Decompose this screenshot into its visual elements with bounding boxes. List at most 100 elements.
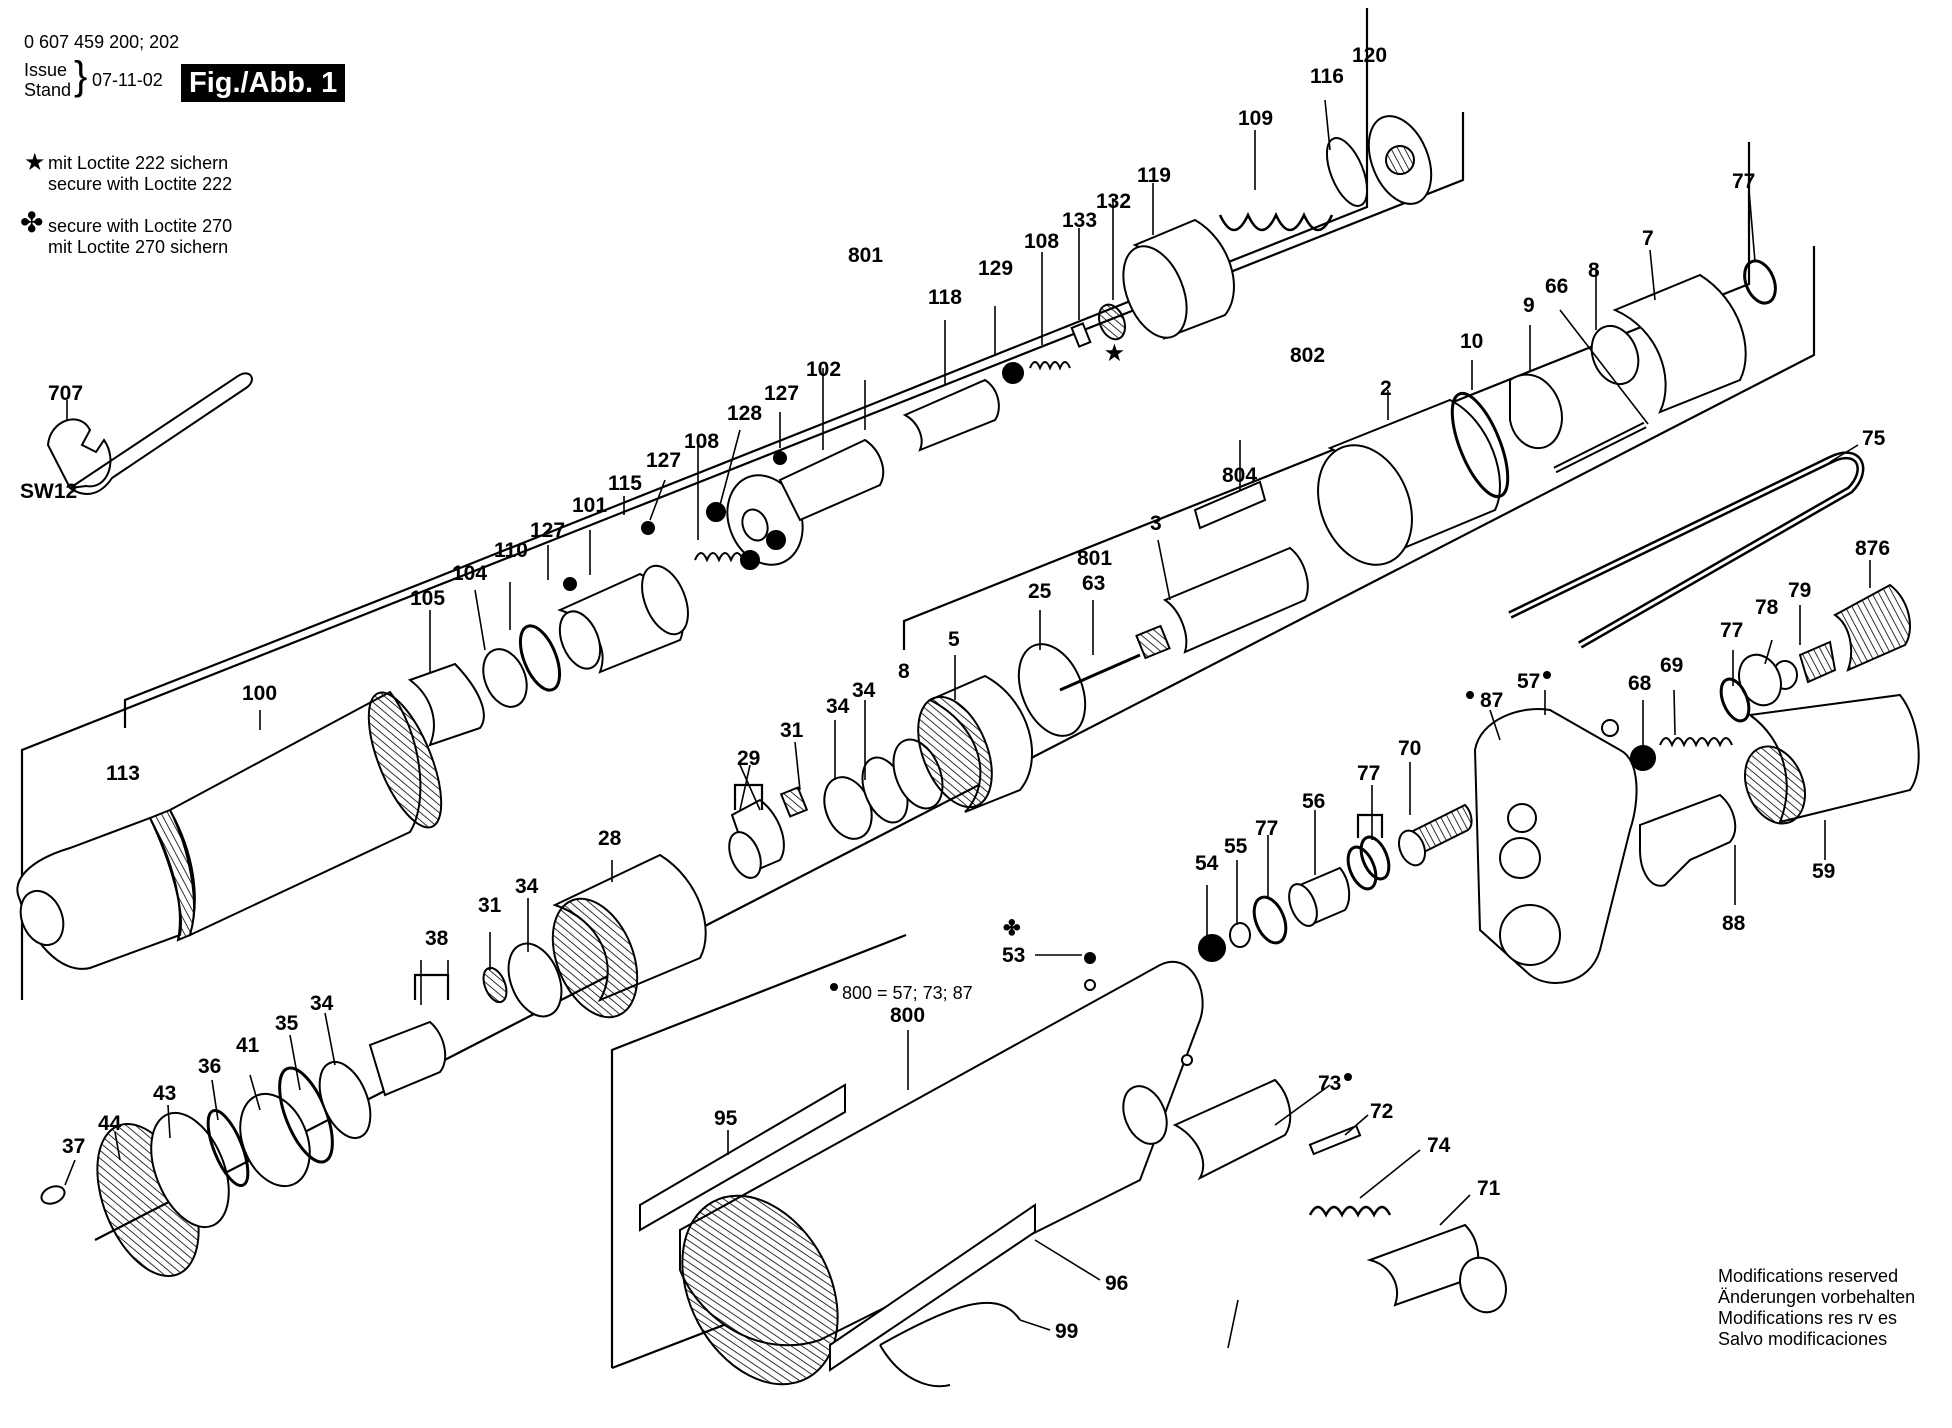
part-label: 34: [826, 695, 850, 718]
loctite-222-de: mit Loctite 222 sichern: [48, 153, 229, 173]
loctite-222-en: secure with Loctite 222: [48, 174, 233, 194]
rotor-3: [1162, 546, 1309, 654]
plate-hole: [1499, 837, 1541, 879]
part-label: 101: [572, 494, 607, 517]
set-note: 800 = 57; 73; 87: [842, 983, 973, 1003]
fitting-876: [1833, 583, 1911, 672]
part-label: 132: [1096, 190, 1131, 213]
hose-75-inner: [1509, 453, 1862, 647]
mod-line: Modifications res rv es: [1718, 1308, 1898, 1328]
nut-120-thread: [1385, 145, 1415, 175]
part-label: 72: [1370, 1100, 1393, 1123]
tube-73: [1172, 1078, 1292, 1181]
ball-127: [563, 577, 577, 591]
ball-129: [1002, 362, 1024, 384]
part-label: 7: [1642, 227, 1654, 250]
cylinder-2-face: [1317, 444, 1413, 566]
part-label: 34: [310, 992, 334, 1015]
oring-77d: [1252, 895, 1288, 945]
bearing-8b: [1590, 324, 1640, 386]
piston-88: [1639, 793, 1737, 887]
part-label: 77: [1720, 619, 1743, 642]
pin-133: [1070, 322, 1092, 348]
sleeve-119-face: [1122, 245, 1188, 339]
part-label: 110: [494, 539, 528, 562]
part-label: 63: [1082, 572, 1105, 595]
part-label: 95: [714, 1107, 738, 1130]
loctite-270-de: mit Loctite 270 sichern: [48, 237, 229, 257]
part-label: 3: [1150, 512, 1162, 535]
part-label: 70: [1398, 737, 1421, 760]
valve-71-head: [1459, 1256, 1507, 1314]
set-marker-73: [1344, 1073, 1352, 1081]
part-label: 801: [1077, 547, 1112, 570]
ball-127: [706, 502, 726, 522]
spindle-end: [558, 610, 602, 670]
ring-36: [206, 1109, 250, 1187]
oring-77c: [1359, 835, 1391, 881]
part-label: 5: [948, 628, 960, 651]
washer-78: [1738, 653, 1782, 707]
housing-hole: [1084, 979, 1096, 991]
ring-43: [150, 1111, 230, 1229]
part-label: 74: [1427, 1134, 1451, 1157]
part-label: 801: [848, 244, 883, 267]
issue-brace: }: [74, 54, 88, 98]
ball-54: [1198, 934, 1226, 962]
pin-118: [902, 378, 1000, 452]
carrier-29-face: [728, 831, 762, 879]
label-95: [639, 1083, 846, 1232]
part-label: 116: [1310, 65, 1344, 88]
screw-70-head: [1397, 829, 1427, 867]
part-label: 9: [1523, 294, 1535, 317]
part-label: 118: [928, 286, 962, 309]
star-icon: ★: [24, 149, 46, 176]
part-label: 38: [425, 927, 449, 950]
part-label: 108: [1024, 230, 1059, 253]
part-label: 802: [1290, 344, 1325, 367]
pin-72: [1308, 1124, 1362, 1156]
clover-icon: ✤: [20, 207, 44, 238]
part-label: 71: [1477, 1177, 1501, 1200]
label-99: [879, 1301, 1021, 1388]
pin-63: [1059, 653, 1141, 692]
ring-110: [518, 624, 562, 692]
part-label: 79: [1788, 579, 1811, 602]
part-label: 129: [978, 257, 1013, 280]
part-label: 115: [608, 472, 642, 495]
issue-date: 07-11-02: [92, 70, 163, 90]
screw-53: [1084, 952, 1096, 964]
loctite-270-en: secure with Loctite 270: [48, 216, 233, 236]
part-label: 800: [890, 1004, 925, 1027]
part-label: 36: [198, 1055, 221, 1078]
ball-68: [1630, 745, 1656, 771]
part-label: 113: [106, 762, 140, 785]
part-label: 73: [1318, 1072, 1341, 1095]
cap-59-thread: [1744, 745, 1806, 825]
part-label: 31: [478, 894, 502, 917]
part-label: 44: [98, 1112, 122, 1135]
part-label: 77: [1357, 762, 1380, 785]
ring-gear-5-teeth: [917, 695, 993, 809]
ball-127: [641, 521, 655, 535]
part-label: 119: [1137, 164, 1171, 187]
part-label: 43: [153, 1082, 176, 1105]
rotor-pinion: [1135, 624, 1171, 660]
part-label: 88: [1722, 912, 1746, 935]
part-label: 78: [1755, 596, 1779, 619]
oring-77a: [1743, 259, 1777, 305]
oring-77b: [1719, 677, 1751, 723]
valve-56-face: [1288, 883, 1318, 927]
part-label: 87: [1480, 689, 1503, 712]
part-label: 804: [1222, 464, 1257, 487]
endplate-25: [1017, 643, 1087, 737]
part-label: 707: [48, 382, 83, 405]
part-label: 25: [1028, 580, 1052, 603]
endplate-9: [1509, 373, 1563, 450]
part-label: 127: [764, 382, 799, 405]
part-label: 68: [1628, 672, 1652, 695]
part-label: 109: [1238, 107, 1273, 130]
housing-7: [1612, 273, 1747, 414]
housing-hole: [1181, 1054, 1193, 1066]
spring-108b: [1029, 361, 1071, 371]
